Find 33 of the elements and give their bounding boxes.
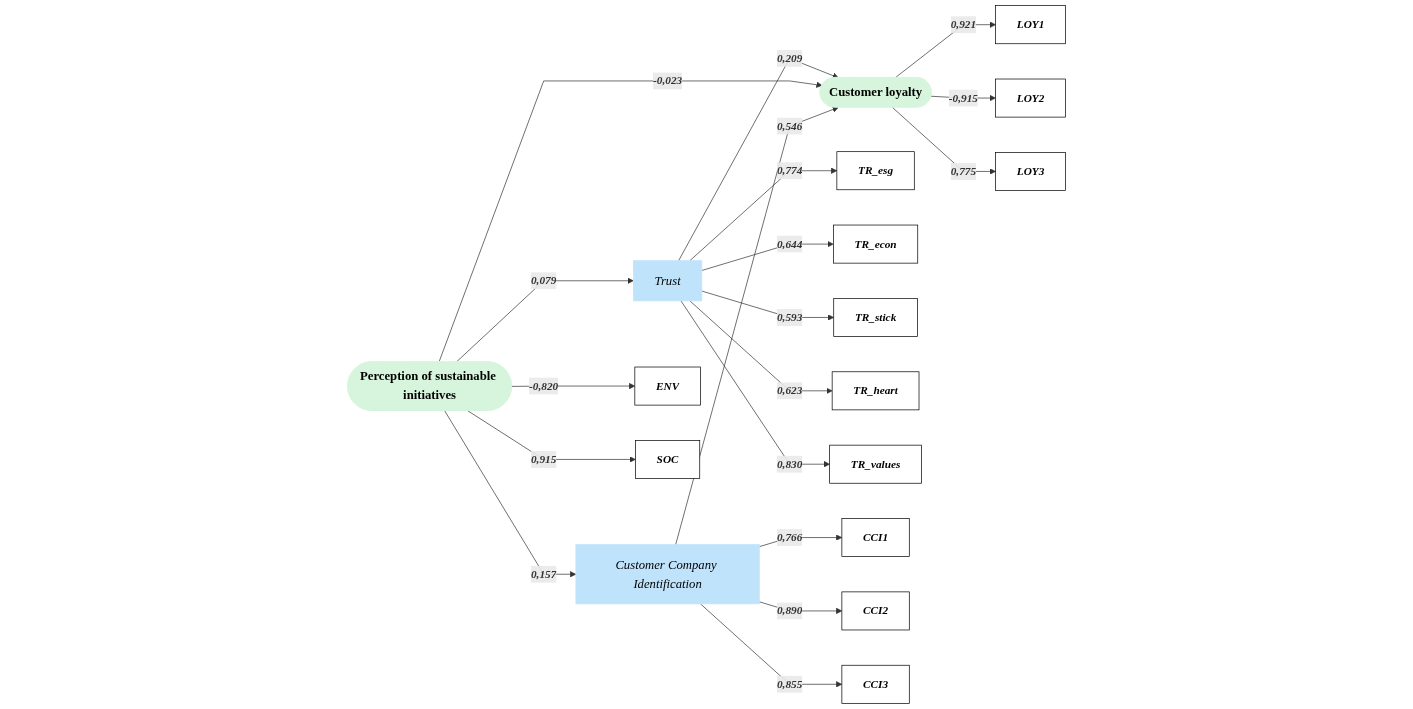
edge-label: 0,209 (776, 52, 803, 65)
edge-label: 0,774 (776, 164, 803, 177)
node-box: CCI2 (841, 591, 910, 631)
edge-label: 0,623 (776, 384, 803, 397)
node-box: Trust (632, 260, 703, 302)
edge-label: 0,079 (530, 274, 557, 287)
edge-label: 0,644 (776, 237, 803, 250)
edge-label: 0,546 (776, 119, 803, 132)
node-box: TR_esg (836, 151, 915, 191)
edge-label: 0,830 (776, 457, 803, 470)
edge-label: 0,766 (776, 531, 803, 544)
edge-label: -0,820 (529, 379, 559, 392)
edge-label: -0,023 (652, 74, 683, 87)
edge-label: 0,921 (950, 18, 976, 31)
node-box: Customer Company Identification (575, 544, 760, 605)
node-box: CCI3 (841, 664, 910, 704)
edge-label: 0,915 (530, 453, 557, 466)
node-box: LOY3 (995, 152, 1066, 191)
node-box: SOC (635, 440, 700, 479)
edge-label: 0,855 (776, 677, 803, 690)
node-box: ENV (634, 366, 701, 406)
edge-label: -0,915 (948, 91, 978, 104)
node-box: CCI1 (841, 518, 910, 557)
node-box: TR_values (829, 444, 922, 484)
edge-label: 0,775 (950, 165, 976, 178)
edge-label: 0,157 (530, 567, 557, 580)
edge-label: 0,890 (776, 604, 803, 617)
node-box: TR_econ (832, 224, 918, 264)
edge-label: 0,593 (776, 311, 803, 324)
node-box: LOY2 (995, 78, 1066, 118)
node-box: TR_stick (833, 298, 918, 337)
node-box: LOY1 (995, 5, 1066, 45)
node-box: TR_heart (831, 371, 920, 411)
